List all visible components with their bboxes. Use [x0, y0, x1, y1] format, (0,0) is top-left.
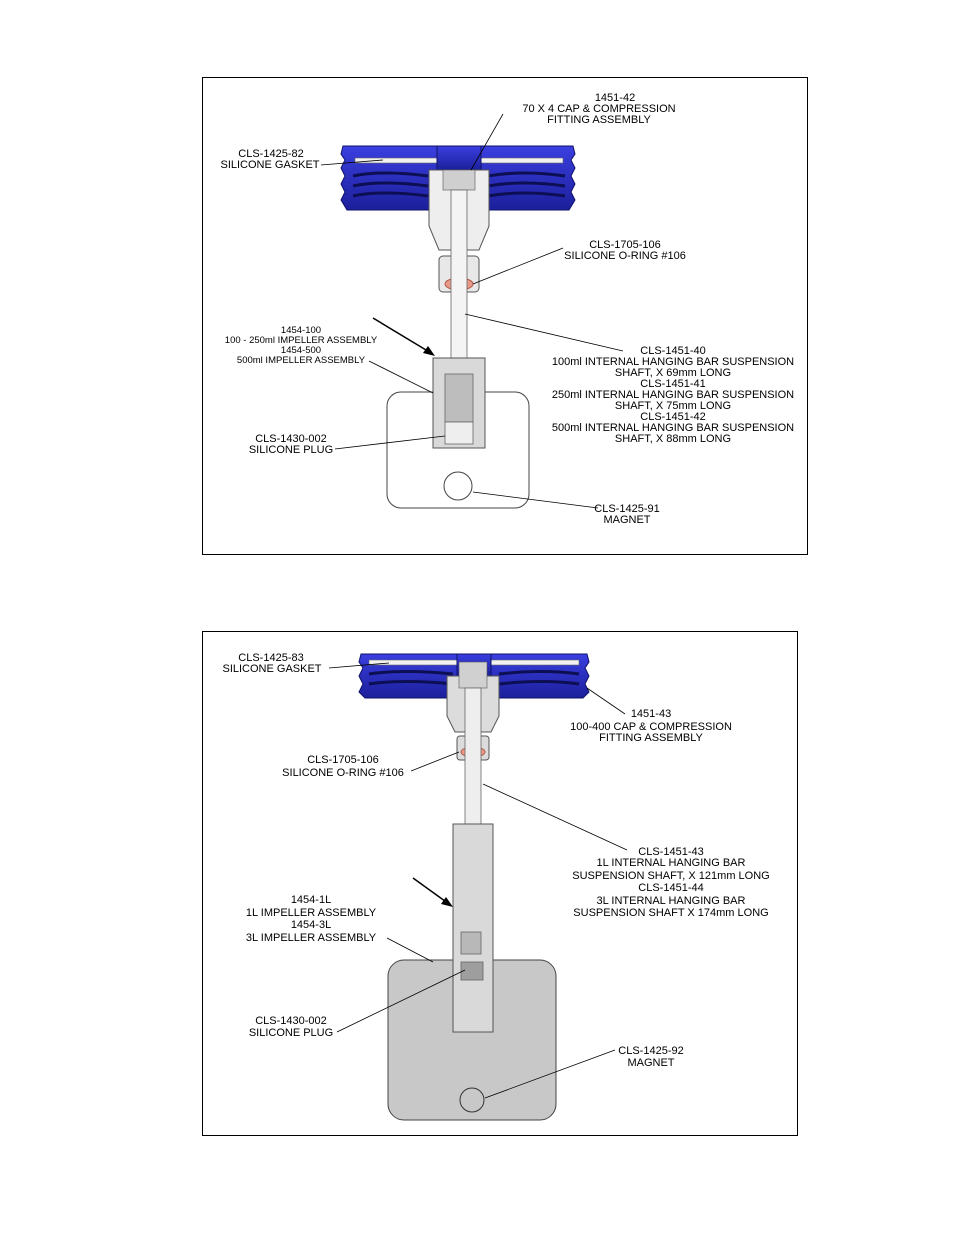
silicone-plug: [444, 421, 474, 445]
leader-cap: [470, 113, 504, 171]
shaft-description-1b: SHAFT, X 69mm LONG: [615, 367, 731, 379]
shaft-part-number-2: CLS-1451-41: [640, 378, 705, 390]
cap-description-1: 100-400 CAP & COMPRESSION: [570, 721, 732, 733]
shaft-description-3a: 500ml INTERNAL HANGING BAR SUSPENSION: [552, 422, 794, 434]
impeller-part-number-2: 1454-500: [281, 345, 321, 356]
impeller-description-1: 100 - 250ml IMPELLER ASSEMBLY: [225, 335, 378, 346]
impeller-assembly: [386, 357, 530, 509]
leader-gasket: [320, 159, 384, 166]
plug-part-number: CLS-1430-002: [255, 433, 327, 445]
shaft-description-1a: 100ml INTERNAL HANGING BAR SUSPENSION: [552, 356, 794, 368]
diagram-panel-small-vessel: 1451-42 70 X 4 CAP & COMPRESSION FITTING…: [202, 77, 808, 555]
gasket-part-number: CLS-1425-82: [238, 148, 303, 160]
magnet-part-number: CLS-1425-91: [594, 503, 659, 515]
leader-plug: [336, 969, 466, 1033]
impeller-part-number-2: 1454-3L: [291, 919, 331, 931]
leader-shaft: [482, 783, 628, 851]
shaft-description-2b: SHAFT, X 75mm LONG: [615, 400, 731, 412]
shaft-description-2a: 250ml INTERNAL HANGING BAR SUSPENSION: [552, 389, 794, 401]
leader-cap: [586, 687, 626, 715]
leader-oring: [472, 247, 564, 285]
gasket-description: SILICONE GASKET: [220, 159, 319, 171]
diagram-panel-large-vessel: CLS-1425-83 SILICONE GASKET 1451-43 100-…: [202, 631, 798, 1136]
impeller-description-2: 500ml IMPELLER ASSEMBLY: [237, 355, 366, 366]
gasket-strip-right: [490, 659, 580, 666]
shaft-description-1a: 1L INTERNAL HANGING BAR: [597, 857, 746, 869]
impeller-description-1: 1L IMPELLER ASSEMBLY: [246, 907, 377, 919]
magnet-description: MAGNET: [627, 1057, 674, 1069]
indicator-arrow-icon: [412, 877, 453, 907]
shaft-description-1b: SUSPENSION SHAFT, X 121mm LONG: [572, 870, 769, 882]
gasket-strip-left: [368, 659, 458, 666]
plug-description: SILICONE PLUG: [249, 444, 333, 456]
leader-oring: [410, 751, 460, 772]
diagram-2-drawing: CLS-1425-83 SILICONE GASKET 1451-43 100-…: [222, 652, 770, 1121]
impeller-part-number-1: 1454-100: [281, 325, 321, 336]
impeller-part-number-1: 1454-1L: [291, 894, 331, 906]
oring-description: SILICONE O-RING #106: [282, 767, 404, 779]
shaft-part-number-1: CLS-1451-40: [640, 345, 705, 357]
shaft-part-number-3: CLS-1451-42: [640, 411, 705, 423]
gasket-strip-left: [354, 157, 438, 164]
shaft-description-2a: 3L INTERNAL HANGING BAR: [597, 895, 746, 907]
leader-gasket: [328, 662, 390, 669]
gasket-description: SILICONE GASKET: [222, 663, 321, 675]
impeller-assembly: [387, 823, 557, 1121]
silicone-plug: [460, 961, 484, 981]
magnet-description: MAGNET: [603, 514, 650, 526]
oring-part-number: CLS-1705-106: [589, 239, 661, 251]
impeller-description-2: 3L IMPELLER ASSEMBLY: [246, 932, 377, 944]
oring-description: SILICONE O-RING #106: [564, 250, 686, 262]
shaft-part-number-2: CLS-1451-44: [638, 882, 703, 894]
cap-description-2: FITTING ASSEMBLY: [547, 114, 651, 126]
leader-shaft: [464, 313, 624, 352]
shaft-description-3b: SHAFT, X 88mm LONG: [615, 433, 731, 445]
leader-magnet: [472, 491, 599, 509]
shaft-part-number-1: CLS-1451-43: [638, 846, 703, 858]
leader-impeller: [368, 360, 434, 394]
magnet: [459, 1087, 485, 1113]
diagram-1-drawing: 1451-42 70 X 4 CAP & COMPRESSION FITTING…: [220, 92, 794, 526]
cap-description-1: 70 X 4 CAP & COMPRESSION: [522, 103, 675, 115]
leader-magnet: [484, 1049, 616, 1099]
shaft-description-2b: SUSPENSION SHAFT X 174mm LONG: [573, 907, 768, 919]
cap-description-2: FITTING ASSEMBLY: [599, 732, 703, 744]
indicator-arrow-icon: [372, 317, 435, 356]
cap-part-number: 1451-42: [595, 92, 635, 104]
gasket-strip-right: [480, 157, 564, 164]
leader-impeller: [386, 937, 434, 963]
magnet-part-number: CLS-1425-92: [618, 1045, 683, 1057]
gasket-part-number: CLS-1425-83: [238, 652, 303, 664]
oring-part-number: CLS-1705-106: [307, 754, 379, 766]
magnet: [443, 471, 473, 501]
cap-part-number: 1451-43: [631, 708, 671, 720]
plug-part-number: CLS-1430-002: [255, 1015, 327, 1027]
plug-description: SILICONE PLUG: [249, 1027, 333, 1039]
leader-plug: [334, 435, 446, 450]
